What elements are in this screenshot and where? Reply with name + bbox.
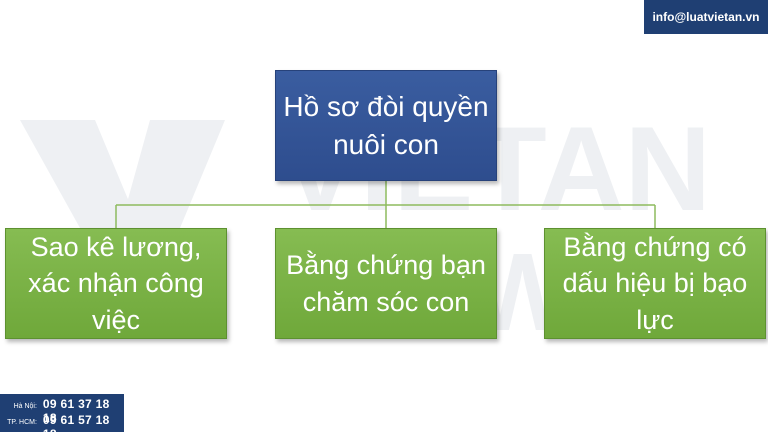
child-node-violence-evidence: Bằng chứng có dấu hiệu bị bạo lực [544, 228, 766, 339]
phone-number[interactable]: 09 61 37 18 18 [42, 397, 110, 425]
connector-lines [115, 181, 656, 228]
child-node-label: Bằng chứng có dấu hiệu bị bạo lực [562, 231, 748, 335]
child-node-salary: Sao kê lương, xác nhận công việc [5, 228, 227, 339]
root-node: Hồ sơ đòi quyền nuôi con [275, 70, 497, 181]
child-node-care-evidence: Bằng chứng bạn chăm sóc con [275, 228, 497, 339]
contact-row-hanoi: Hà Nội: 09 61 37 18 18 [4, 397, 120, 425]
root-node-label: Hồ sơ đòi quyền nuôi con [283, 90, 489, 160]
contact-label: TP. HCM: [7, 419, 37, 426]
contact-label: Hà Nội: [13, 403, 37, 410]
contact-panel: Hà Nội: 09 61 37 18 18 TP. HCM: 09 61 57… [0, 394, 124, 441]
child-node-label: Sao kê lương, xác nhận công việc [28, 231, 204, 335]
contact-row-hcm: TP. HCM: 09 61 57 18 18 [4, 413, 120, 441]
email-text[interactable]: info@luatvietan.vn [652, 10, 760, 24]
email-badge[interactable]: info@luatvietan.vn [644, 0, 768, 34]
child-node-label: Bằng chứng bạn chăm sóc con [286, 250, 486, 317]
phone-number[interactable]: 09 61 57 18 18 [42, 413, 110, 441]
